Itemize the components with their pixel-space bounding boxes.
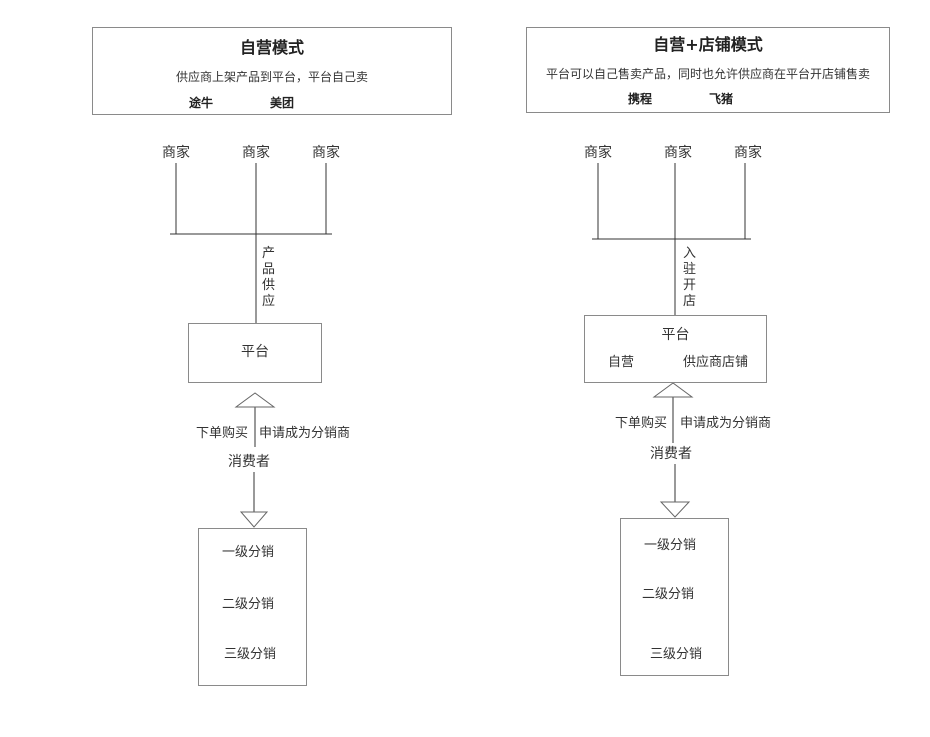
merchant-2: 商家	[242, 145, 270, 161]
arrow-down-to-distribution-right	[659, 501, 691, 518]
merchant-1: 商家	[162, 145, 190, 161]
merchant-1-right: 商家	[584, 145, 612, 161]
order-purchase-label-right: 下单购买	[615, 416, 668, 431]
merchant-2-right: 商家	[664, 145, 692, 161]
self-operated-sub-label: 自营	[608, 355, 635, 370]
settle-store-label: 入驻开店	[683, 246, 697, 309]
hybrid-description: 平台可以自己售卖产品，同时也允许供应商在平台开店铺售卖	[545, 67, 870, 81]
supplier-store-sub-label: 供应商店铺	[683, 355, 749, 370]
example-tuniu: 途牛	[189, 96, 214, 110]
level-1-distribution-right: 一级分销	[644, 538, 697, 553]
arrow-down-to-distribution	[239, 511, 269, 528]
platform-box	[188, 323, 322, 383]
merchant-3: 商家	[312, 145, 340, 161]
self-operated-description: 供应商上架产品到平台，平台自己卖	[175, 70, 368, 84]
hybrid-title: 自营+店铺模式	[653, 35, 763, 54]
arrow-up-to-platform	[234, 392, 276, 408]
level-1-distribution: 一级分销	[222, 545, 275, 560]
apply-distributor-label: 申请成为分销商	[259, 426, 351, 441]
level-2-distribution: 二级分销	[222, 597, 275, 612]
consumer-label: 消费者	[228, 454, 270, 470]
level-2-distribution-right: 二级分销	[642, 587, 695, 602]
platform-title: 平台	[241, 344, 269, 360]
platform-title-right: 平台	[661, 327, 690, 343]
self-operated-header-box	[92, 27, 452, 115]
level-3-distribution-right: 三级分销	[650, 647, 703, 662]
order-purchase-label: 下单购买	[196, 426, 249, 441]
merchant-3-right: 商家	[734, 145, 762, 161]
example-ctrip: 携程	[628, 92, 653, 106]
distribution-box	[198, 528, 307, 686]
level-3-distribution: 三级分销	[224, 647, 277, 662]
example-meituan: 美团	[270, 96, 295, 110]
self-operated-title: 自营模式	[239, 38, 304, 57]
hybrid-header-box	[526, 27, 890, 113]
distribution-box-right	[620, 518, 729, 676]
example-fliggy: 飞猪	[709, 92, 734, 106]
product-supply-label: 产品供应	[262, 246, 276, 309]
consumer-label-right: 消费者	[650, 446, 692, 462]
platform-box-right	[584, 315, 767, 383]
arrow-up-to-platform-right	[652, 382, 694, 398]
apply-distributor-label-right: 申请成为分销商	[680, 416, 772, 431]
